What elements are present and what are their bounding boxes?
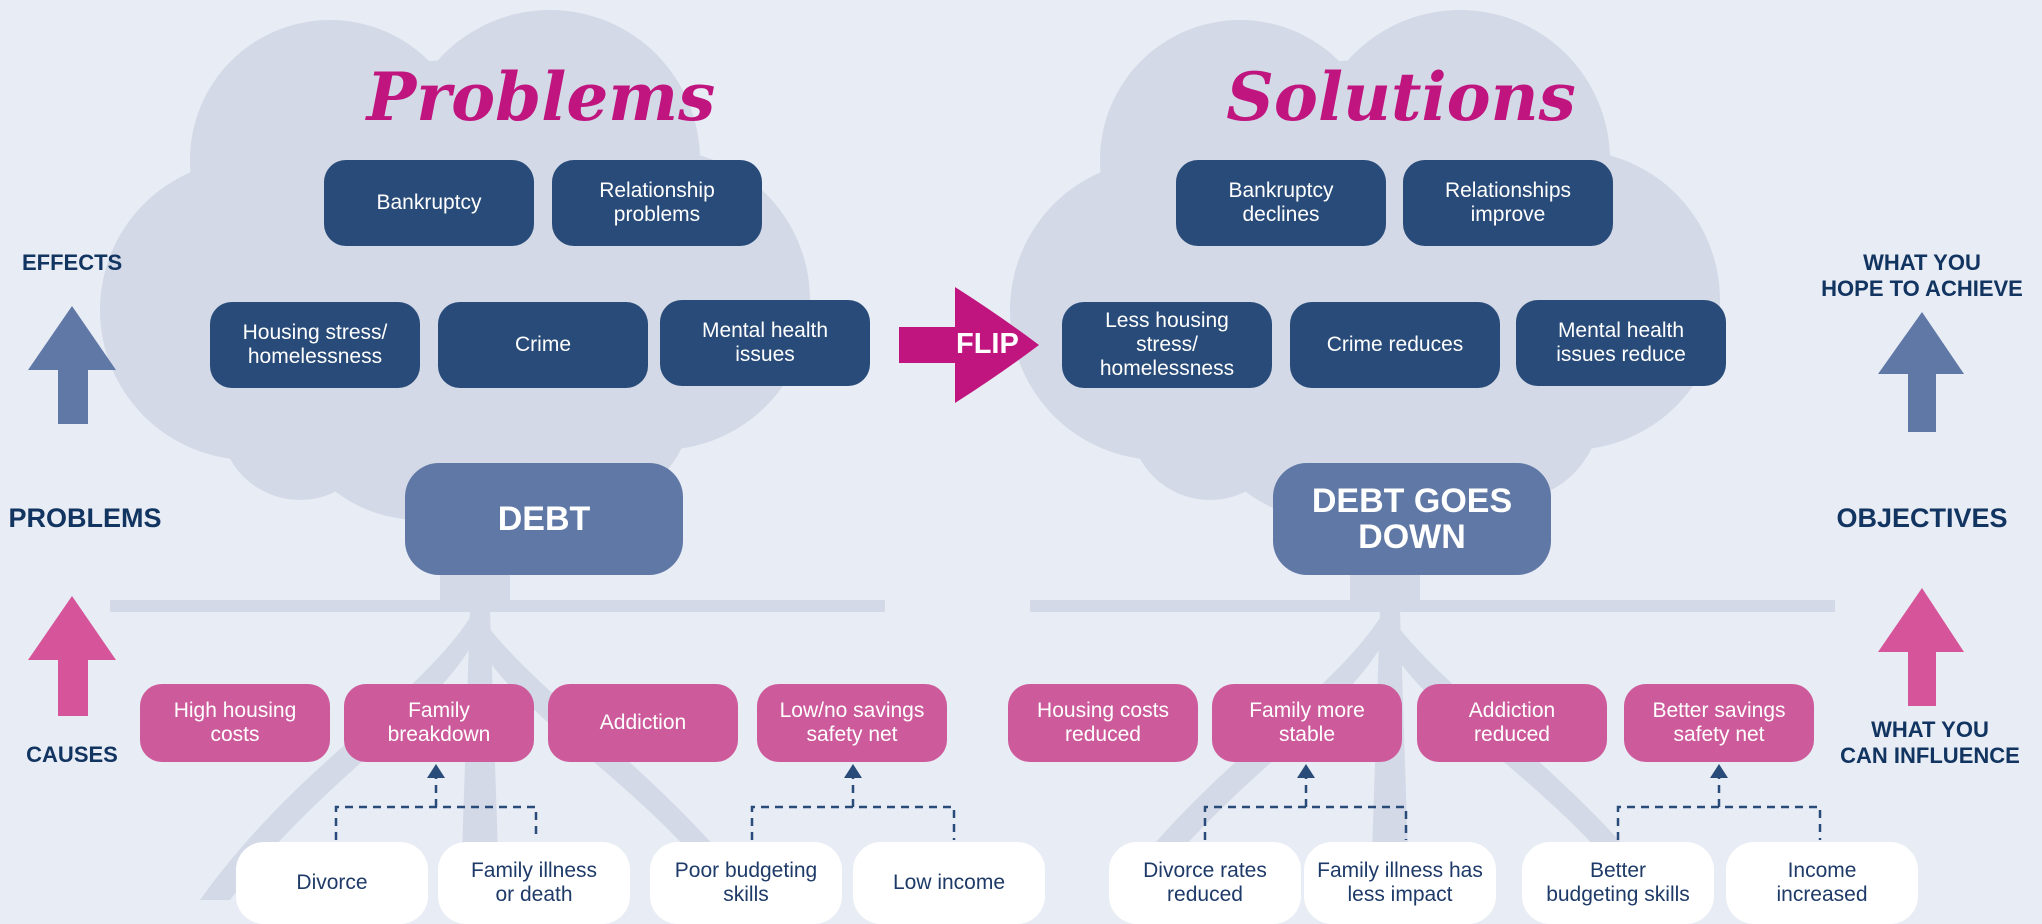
- core-objective-box: DEBT GOES DOWN: [1273, 463, 1551, 575]
- flip-arrow-icon: [899, 287, 1039, 403]
- up-arrow-icon: [844, 764, 862, 778]
- up-arrow-icon: [1878, 588, 1964, 706]
- effect-box: Crime: [438, 302, 648, 388]
- cause-box: Family breakdown: [344, 684, 534, 762]
- outcome-box: Relationships improve: [1403, 160, 1613, 246]
- outcome-box: Crime reduces: [1290, 302, 1500, 388]
- up-arrow-icon: [1878, 312, 1964, 432]
- cause-box: Low/no savings safety net: [757, 684, 947, 762]
- outcome-box: Less housing stress/ homelessness: [1062, 302, 1272, 388]
- objective-cause-box: Addiction reduced: [1417, 684, 1607, 762]
- up-arrow-icon: [28, 596, 116, 716]
- up-arrow-icon: [1297, 764, 1315, 778]
- sub-objective-box: Income increased: [1726, 842, 1918, 924]
- up-arrow-icon: [1710, 764, 1728, 778]
- sub-cause-box: Family illness or death: [438, 842, 630, 924]
- sub-cause-box: Divorce: [236, 842, 428, 924]
- core-problem-box: DEBT: [405, 463, 683, 575]
- effect-box: Relationship problems: [552, 160, 762, 246]
- objective-cause-box: Better savings safety net: [1624, 684, 1814, 762]
- effect-box: Mental health issues: [660, 300, 870, 386]
- up-arrow-icon: [427, 764, 445, 778]
- effect-box: Housing stress/ homelessness: [210, 302, 420, 388]
- cause-box: Addiction: [548, 684, 738, 762]
- sub-cause-box: Poor budgeting skills: [650, 842, 842, 924]
- up-arrow-icon: [28, 306, 116, 424]
- can-influence-label: WHAT YOU CAN INFLUENCE: [1840, 717, 2020, 768]
- effects-label: EFFECTS: [22, 250, 123, 275]
- cause-box: High housing costs: [140, 684, 330, 762]
- effect-box: Bankruptcy: [324, 160, 534, 246]
- problems-heading: Problems: [366, 58, 716, 136]
- sub-cause-box: Low income: [853, 842, 1045, 924]
- flip-label: FLIP: [956, 328, 1019, 360]
- solutions-heading: Solutions: [1226, 58, 1576, 136]
- causes-label: CAUSES: [26, 742, 118, 767]
- branch-connector-icon: [334, 775, 1822, 840]
- objectives-label: OBJECTIVES: [1836, 503, 2008, 533]
- objective-cause-box: Housing costs reduced: [1008, 684, 1198, 762]
- problems-label: PROBLEMS: [8, 503, 162, 533]
- objective-cause-box: Family more stable: [1212, 684, 1402, 762]
- sub-objective-box: Divorce rates reduced: [1109, 842, 1301, 924]
- outcome-box: Mental health issues reduce: [1516, 300, 1726, 386]
- sub-objective-box: Family illness has less impact: [1304, 842, 1496, 924]
- sub-objective-box: Better budgeting skills: [1522, 842, 1714, 924]
- hope-to-achieve-label: WHAT YOU HOPE TO ACHIEVE: [1821, 250, 2023, 301]
- outcome-box: Bankruptcy declines: [1176, 160, 1386, 246]
